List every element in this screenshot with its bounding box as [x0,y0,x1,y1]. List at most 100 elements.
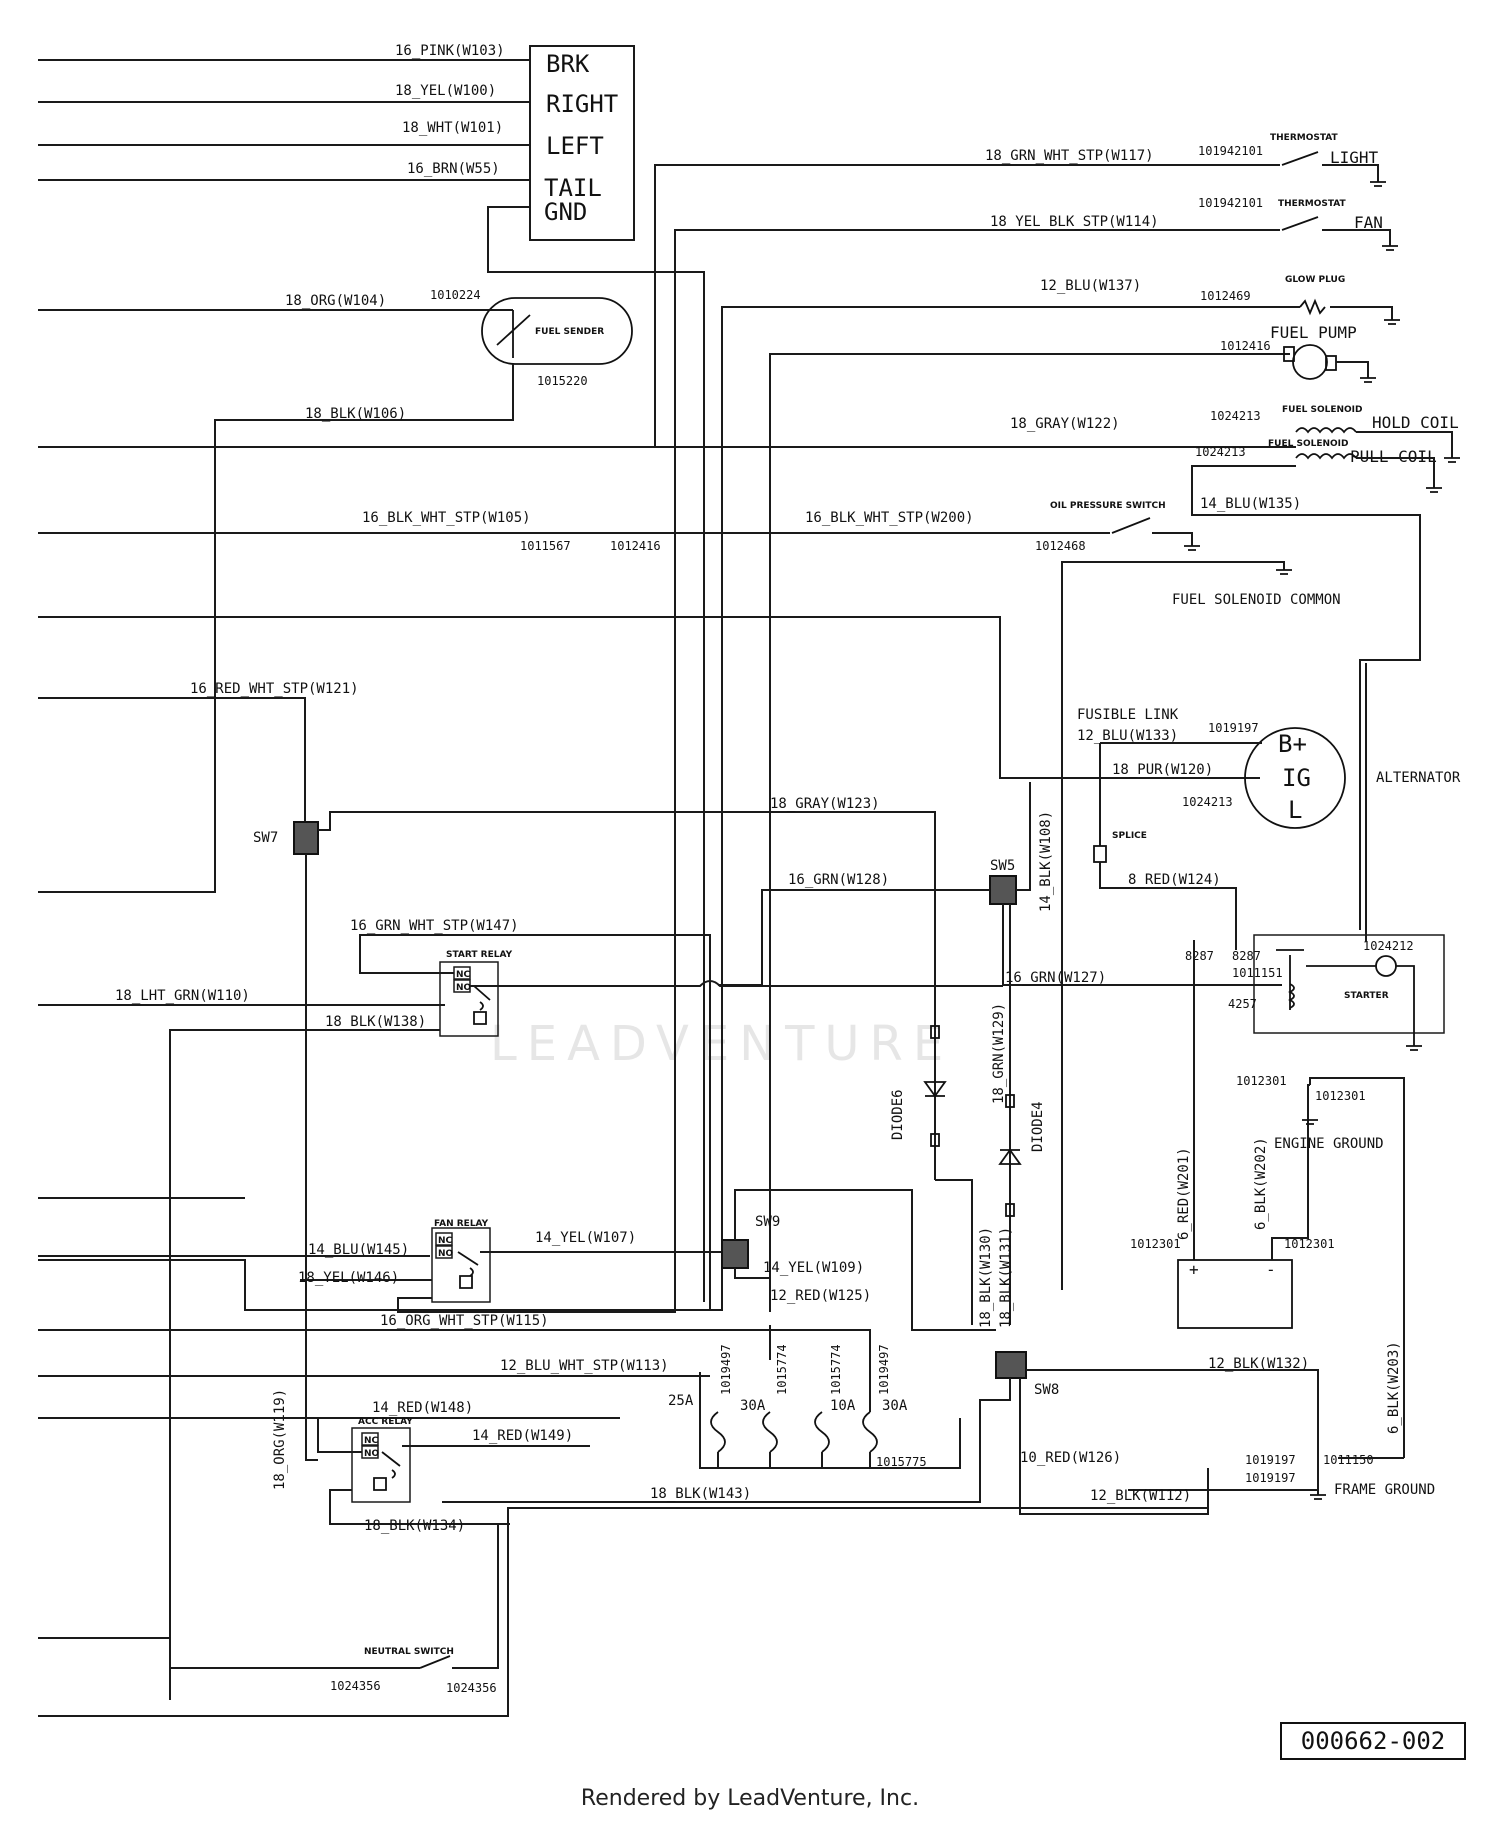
alternator-label: ALTERNATOR [1376,770,1461,786]
label-w128: 16_GRN(W128) [788,872,889,888]
pn-4257: 4257 [1228,997,1257,1011]
fuel-solenoid-label-a: FUEL SOLENOID [1282,405,1363,415]
pn-1012301-b: 1012301 [1284,1237,1335,1251]
diode4-connector [1005,1094,1015,1108]
wire-glow-ground [1330,306,1393,320]
acc-relay-nc-box [361,1432,379,1446]
pn-1012469: 1012469 [1200,289,1251,303]
fusible-link-label: FUSIBLE LINK [1077,707,1179,723]
wire-w138 [169,1029,440,1700]
wire-hold-coil-ground [1356,431,1453,458]
pn-1015774-a: 1015774 [775,1344,789,1395]
fuse-25a-label: 25A [668,1393,694,1409]
ground-icon [1370,181,1386,187]
splice [1093,845,1107,863]
wire-w120 [38,616,1260,779]
label-w129: 18_GRN(W129) [991,1003,1007,1104]
frame-ground-label: FRAME GROUND [1334,1482,1435,1498]
oil-pressure-switch [1111,517,1151,534]
fuse-30a-label: 30A [740,1398,766,1414]
pn-1024356-a: 1024356 [330,1679,381,1693]
sw5-label: SW5 [990,858,1015,874]
pn-1015220: 1015220 [537,374,588,388]
label-w149: 14_RED(W149) [472,1428,573,1444]
ground-icon [1184,545,1200,551]
ground-icon [1444,457,1460,463]
sw8[interactable] [995,1351,1027,1379]
pn-1024356-b: 1024356 [446,1681,497,1695]
fuse-symbols [710,1411,878,1453]
fuel-sender-label: FUEL SENDER [535,327,604,337]
sw9[interactable] [721,1239,749,1269]
wire-fan-ground [1322,229,1391,246]
label-w147: 16_GRN_WHT_STP(W147) [350,918,519,934]
engine-ground-label: ENGINE GROUND [1274,1136,1384,1152]
label-w107: 14_YEL(W107) [535,1230,636,1246]
label-w101: 18_WHT(W101) [402,120,503,136]
light-pin-gnd: GND [544,198,587,226]
fan-relay-no: NO [438,1249,454,1259]
sw7[interactable] [293,821,319,855]
label-w106: 18_BLK(W106) [305,406,406,422]
pull-coil-label: PULL COIL [1350,447,1437,466]
fuel-solenoid-label-b: FUEL SOLENOID [1268,439,1349,449]
pn-1010224: 1010224 [430,288,481,302]
neutral-switch-label: NEUTRAL SWITCH [364,1647,454,1657]
fuse-30b-label: 30A [882,1398,908,1414]
light-pin-brk: BRK [546,50,590,78]
wire-fuel-pump [769,353,1290,1312]
wire-w109 [734,1268,770,1279]
pn-thermostat-light: 101942101 [1198,144,1263,158]
pn-1019497-b: 1019497 [877,1344,891,1395]
label-w110: 18_LHT_GRN(W110) [115,988,250,1004]
label-w132: 12_BLK(W132) [1208,1356,1309,1372]
neutral-switch [419,1655,451,1669]
fan-relay-coil [457,1251,479,1289]
ground-icon [1382,245,1398,251]
pn-1015775: 1015775 [876,1455,927,1469]
label-w125: 12_RED(W125) [770,1288,871,1304]
fuel-sender-variable-resistor [496,310,531,358]
pn-1012468: 1012468 [1035,539,1086,553]
splice-label: SPLICE [1112,831,1147,841]
thermostat-fan-label: THERMOSTAT [1278,199,1347,209]
pull-coil-symbol [1295,453,1357,460]
label-w105: 16_BLK_WHT_STP(W105) [362,510,531,526]
thermostat-light-label: THERMOSTAT [1270,133,1339,143]
label-w202: 6_BLK(W202) [1253,1137,1269,1230]
wire-w128 [718,889,990,986]
diode6-connector [930,1025,940,1039]
render-credit: Rendered by LeadVenture, Inc. [580,1786,920,1811]
wire-neutral-out [452,1524,499,1669]
fan-relay-nc-box [435,1232,453,1246]
ground-icon [1302,1119,1318,1125]
label-w121: 16_RED_WHT_STP(W121) [190,681,359,697]
fan-label: FAN [1354,213,1383,232]
alternator-b-plus: B+ [1278,730,1307,758]
wire-gnd-w116 [487,206,705,1302]
acc-relay-coil [373,1451,401,1491]
pn-thermostat-fan: 101942101 [1198,196,1263,210]
wire-w115 [38,1329,871,1412]
start-relay-coil [473,985,491,1025]
label-w109: 14_YEL(W109) [763,1260,864,1276]
start-relay-no: NO [456,983,472,993]
label-w112: 12_BLK(W112) [1090,1488,1191,1504]
label-w119: 18_ORG(W119) [272,1389,288,1490]
light-pin-left: LEFT [546,132,604,160]
pn-1012301-d: 1012301 [1315,1089,1366,1103]
wire-w134 [329,1489,510,1525]
pn-1012301-c: 1012301 [1236,1074,1287,1088]
pn-1019497-a: 1019497 [719,1344,733,1395]
battery-minus: - [1266,1260,1276,1279]
label-w100: 18_YEL(W100) [395,83,496,99]
wire-w108 [1016,782,1031,891]
fan-relay [431,1227,491,1303]
label-w55: 16_BRN(W55) [407,161,500,177]
sw8-label: SW8 [1034,1382,1059,1398]
hold-coil-symbol [1295,427,1357,434]
diode4-label: DIODE4 [1030,1101,1046,1152]
sw5[interactable] [989,875,1017,905]
wire-w147 [359,934,711,1310]
fuel-solenoid-common-label: FUEL SOLENOID COMMON [1172,592,1341,608]
